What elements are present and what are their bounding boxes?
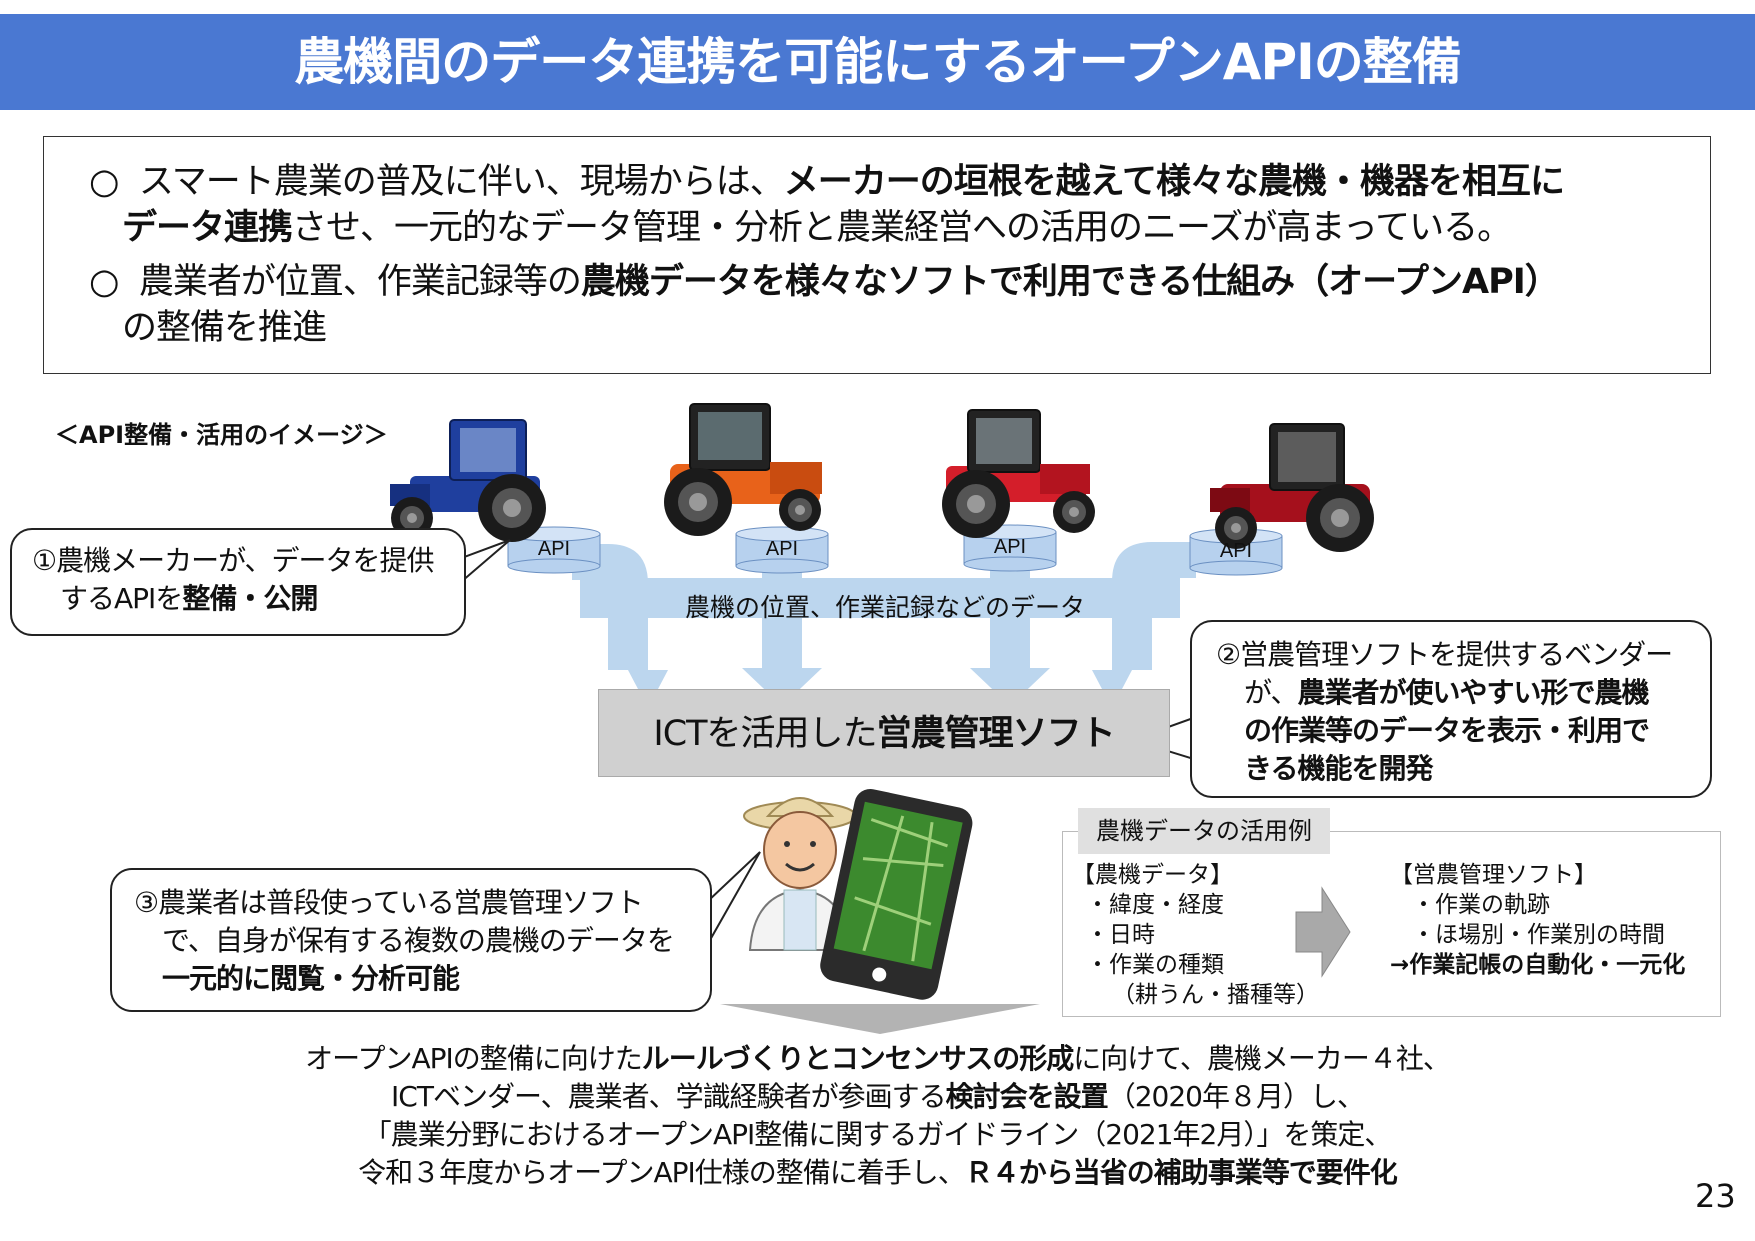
intro-paragraph-1-cont: データ連携させ、一元的なデータ管理・分析と農業経営への活用のニーズが高まっている… xyxy=(122,205,1512,251)
usage-item: （耕うん・播種等） xyxy=(1112,982,1319,1008)
data-flow-label: 農機の位置、作業記録などのデータ xyxy=(684,593,1085,622)
usage-example-tab: 農機データの活用例 xyxy=(1078,808,1330,854)
intro-bold: 農機データを様々なソフトで利用できる仕組み（オープンAPI） xyxy=(580,262,1560,302)
software-box-bold: 営農管理ソフト xyxy=(876,714,1116,754)
bullet-circle: ○ xyxy=(89,262,120,302)
image-caption: ＜API整備・活用のイメージ＞ xyxy=(55,421,388,449)
intro-paragraph-2: ○ 農業者が位置、作業記録等の農機データを様々なソフトで利用できる仕組み（オープ… xyxy=(89,259,1560,305)
summary-bold: ルールづくりとコンセンサスの形成 xyxy=(641,1042,1074,1075)
callout-2: ②営農管理ソフトを提供するベンダー が、農業者が使いやすい形で農機 の作業等のデ… xyxy=(1190,620,1712,798)
api-label-1: API xyxy=(537,538,571,560)
usage-example-box xyxy=(1062,831,1721,1017)
callout-1: ①農機メーカーが、データを提供 するAPIを整備・公開 xyxy=(10,528,466,636)
usage-item: ・作業の軌跡 xyxy=(1412,892,1550,918)
callout-bold: きる機能を開発 xyxy=(1244,752,1433,785)
intro-text: 農業者が位置、作業記録等の xyxy=(138,262,582,302)
usage-item: ・作業の種類 xyxy=(1086,952,1224,978)
intro-text: させ、一元的なデータ管理・分析と農業経営への活用のニーズが高まっている。 xyxy=(292,208,1512,248)
intro-bold: データ連携 xyxy=(122,208,293,248)
summary-text: （2020年８月）し、 xyxy=(1107,1080,1365,1113)
callout-bold: の作業等のデータを表示・利用で xyxy=(1244,714,1650,747)
tractor-orange-icon xyxy=(664,403,822,536)
intro-text: の整備を推進 xyxy=(122,308,327,348)
usage-item: ・日時 xyxy=(1086,922,1155,948)
intro-paragraph-1: ○ スマート農業の普及に伴い、現場からは、メーカーの垣根を越えて様々な農機・機器… xyxy=(89,159,1565,205)
data-flow-arrows xyxy=(572,542,1196,708)
callout-bold: 農業者が使いやすい形で農機 xyxy=(1297,676,1649,709)
usage-arrow-icon xyxy=(1295,886,1351,978)
summary-text: に向けて、農機メーカー４社、 xyxy=(1073,1042,1451,1075)
usage-right-list: 【営農管理ソフト】 ・作業の軌跡 ・ほ場別・作業別の時間 →作業記帳の自動化・一… xyxy=(1390,860,1685,980)
summary-bold: Ｒ４から当省の補助事業等で要件化 xyxy=(964,1156,1398,1189)
intro-box: ○ スマート農業の普及に伴い、現場からは、メーカーの垣根を越えて様々な農機・機器… xyxy=(43,136,1711,374)
usage-item: 【営農管理ソフト】 xyxy=(1390,862,1597,888)
software-box-text: ICTを活用した xyxy=(653,714,877,754)
usage-item: ・ほ場別・作業別の時間 xyxy=(1412,922,1665,948)
page-title: 農機間のデータ連携を可能にするオープンAPIの整備 xyxy=(0,14,1755,110)
api-label-4: API xyxy=(1219,540,1253,562)
tablet-icon xyxy=(820,788,973,1000)
api-label-3: API xyxy=(993,536,1027,558)
summary-bold: 検討会を設置 xyxy=(945,1080,1109,1113)
bullet-circle: ○ xyxy=(89,162,120,202)
farmer-icon xyxy=(743,797,857,951)
summary-text: ICTベンダー、農業者、学識経験者が参画する xyxy=(391,1080,947,1113)
intro-text: スマート農業の普及に伴い、現場からは、 xyxy=(138,162,785,202)
summary-text: オープンAPIの整備に向けた xyxy=(305,1042,643,1075)
bottom-summary: オープンAPIの整備に向けたルールづくりとコンセンサスの形成に向けて、農機メーカ… xyxy=(0,1040,1755,1192)
farm-management-software-box: ICTを活用した営農管理ソフト xyxy=(598,689,1170,777)
usage-left-list: 【農機データ】 ・緯度・経度 ・日時 ・作業の種類 （耕うん・播種等） xyxy=(1072,860,1319,1010)
callout-bold: 一元的に閲覧・分析可能 xyxy=(162,962,460,995)
tractor-red-icon xyxy=(942,409,1095,538)
page-number: 23 xyxy=(1695,1177,1736,1215)
api-label-2: API xyxy=(765,538,799,560)
callout-text: で、自身が保有する複数の農機のデータを xyxy=(162,924,675,957)
intro-bold: メーカーの垣根を越えて様々な農機・機器を相互に xyxy=(783,162,1565,202)
callout-3: ③農業者は普段使っている営農管理ソフト で、自身が保有する複数の農機のデータを … xyxy=(110,868,712,1012)
down-arrow-icon xyxy=(720,1004,1040,1034)
usage-item-bold: →作業記帳の自動化・一元化 xyxy=(1390,952,1686,978)
intro-paragraph-2-cont: の整備を推進 xyxy=(122,305,327,351)
tractor-blue-icon xyxy=(390,419,546,542)
callout-text: ①農機メーカーが、データを提供 xyxy=(32,544,435,577)
usage-item: ・緯度・経度 xyxy=(1086,892,1224,918)
callout-text: ②営農管理ソフトを提供するベンダー xyxy=(1216,638,1673,671)
callout-text: ③農業者は普段使っている営農管理ソフト xyxy=(134,886,644,919)
usage-item: 【農機データ】 xyxy=(1072,862,1233,888)
callout-text: が、 xyxy=(1244,676,1298,709)
summary-text: 令和３年度からオープンAPI仕様の整備に着手し、 xyxy=(358,1156,966,1189)
callout-bold: 整備・公開 xyxy=(182,582,318,615)
tractor-darkred-icon xyxy=(1210,423,1374,552)
api-cylinder-2 xyxy=(735,526,829,574)
summary-text: 「農業分野におけるオープンAPI整備に関するガイドライン（2021年2月）」を策… xyxy=(363,1118,1393,1151)
callout-text: するAPIを xyxy=(60,582,183,615)
